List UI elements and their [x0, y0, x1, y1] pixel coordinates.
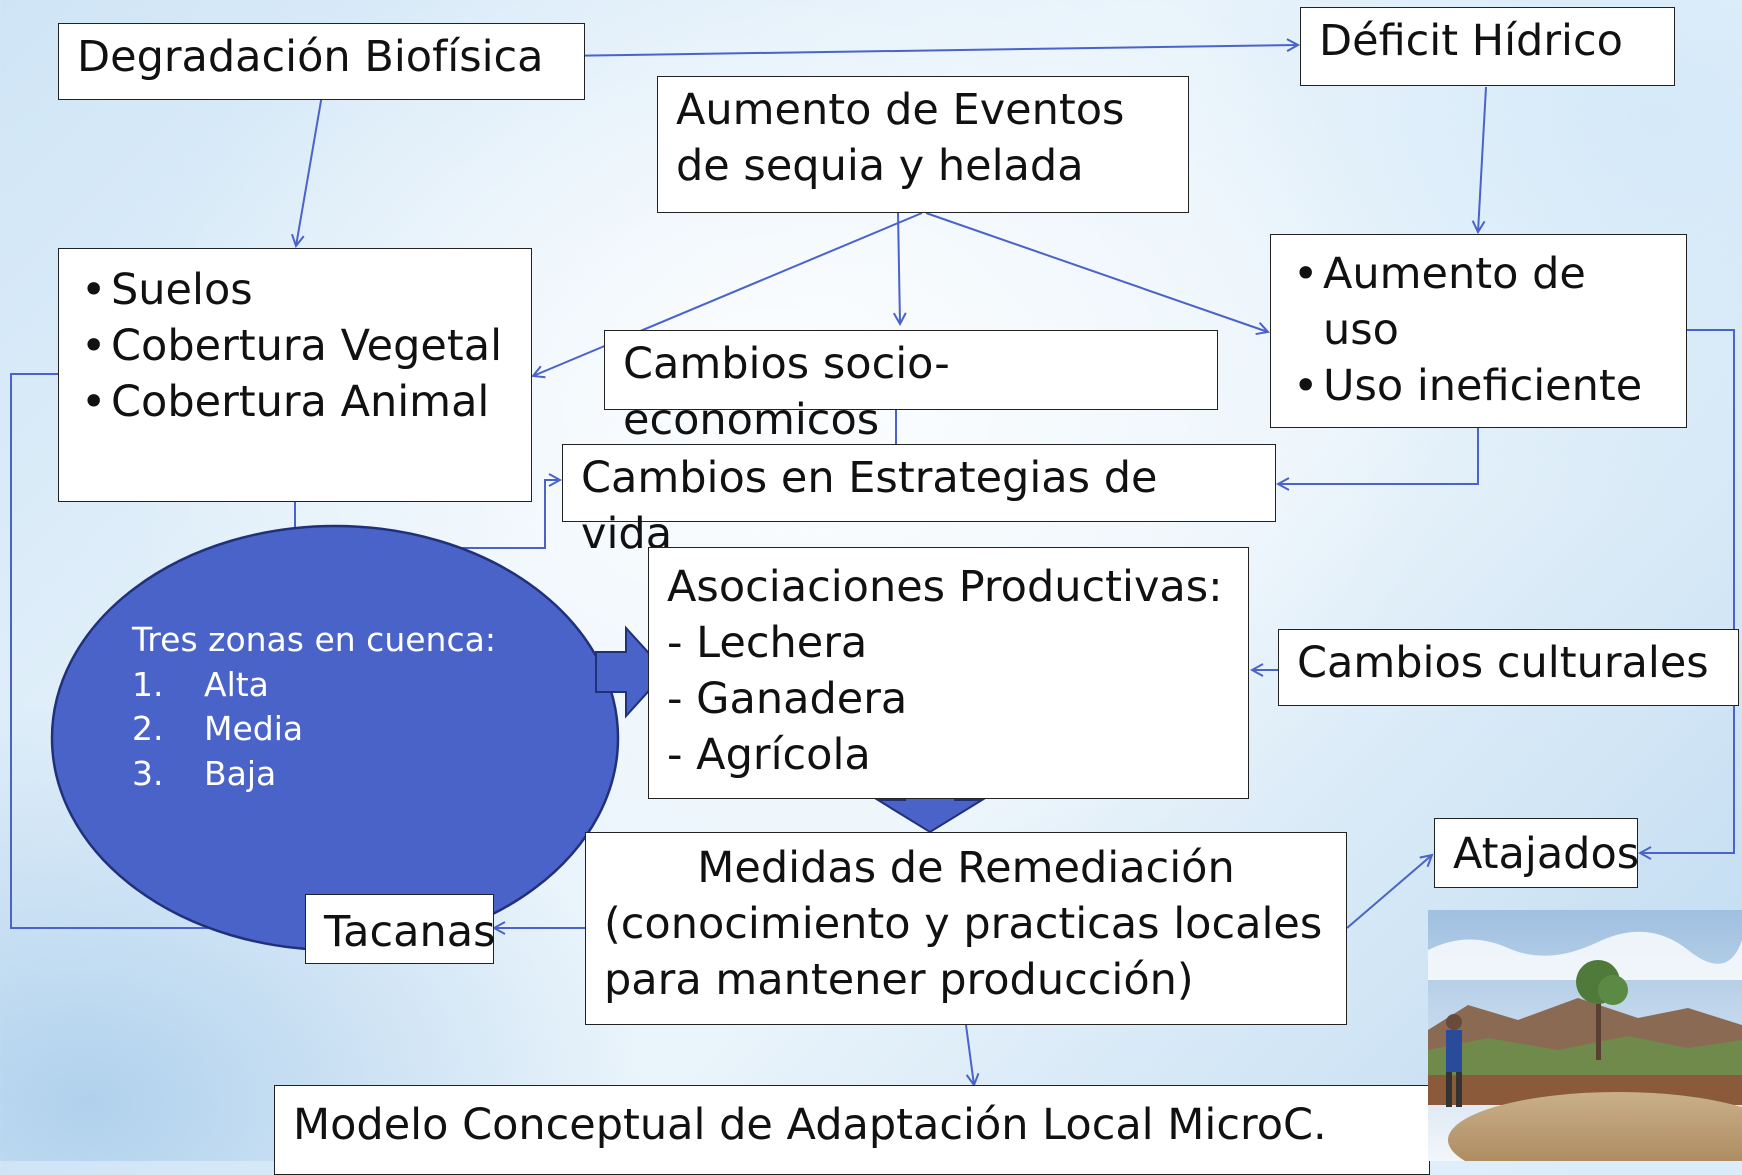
suelos-item-cobertura-vegetal: Cobertura Vegetal [77, 319, 513, 375]
arrow-uso-to-atajados [1640, 329, 1735, 853]
suelos-item-suelos: Suelos [77, 263, 513, 319]
eventos-box: Aumento de Eventos de sequia y helada [657, 76, 1189, 213]
culturales-label: Cambios culturales [1297, 638, 1709, 688]
zones-text: Tres zonas en cuenca: 1. Alta 2. Media 3. B… [132, 618, 496, 796]
degradacion-label: Degradación Biofísica [77, 32, 544, 82]
arrow-deficit-to-uso [1478, 86, 1487, 232]
remediacion-box: Medidas de Remediación (conocimiento y p… [585, 832, 1347, 1025]
atajados-box: Atajados [1434, 818, 1640, 888]
arrow-remediacion-to-modelo [965, 1024, 974, 1085]
arrow-remediacion-to-atajados [1346, 855, 1432, 929]
arrow-eventos-to-uso [925, 212, 1268, 332]
culturales-box: Cambios culturales [1278, 629, 1739, 706]
estrategias-label: Cambios en Estrategias de vida [581, 453, 1158, 559]
arrow-degradacion-to-deficit [555, 45, 1298, 57]
uso-list: Aumento de uso Uso ineficiente [1289, 247, 1668, 415]
zone-label: Baja [204, 753, 277, 793]
remediacion-line-3: para mantener producción) [604, 954, 1194, 1005]
zone-label: Media [204, 709, 304, 749]
remediacion-line-1: Medidas de Remediación [697, 843, 1235, 893]
remediacion-line-2: (conocimiento y practicas locales [604, 898, 1323, 949]
arrow-uso-to-estrategias [1278, 428, 1479, 484]
asociaciones-item-agricola: - Agrícola [667, 729, 871, 780]
eventos-line-2: de sequia y helada [676, 140, 1084, 191]
uso-item-aumento: Aumento de uso [1289, 247, 1668, 359]
eventos-line-1: Aumento de Eventos [676, 85, 1125, 135]
suelos-list: Suelos Cobertura Vegetal Cobertura Anima… [77, 263, 513, 431]
zones-title: Tres zonas en cuenca: [132, 620, 496, 659]
asociaciones-item-ganadera: - Ganadera [667, 673, 908, 724]
atajado-photo [1428, 910, 1742, 1161]
asociaciones-item-lechera: - Lechera [667, 617, 868, 668]
zone-number: 1. [132, 664, 164, 704]
zone-item: 1. Alta [132, 663, 496, 708]
zone-number: 3. [132, 753, 164, 793]
zone-item: 3. Baja [132, 752, 496, 797]
deficit-label: Déficit Hídrico [1319, 16, 1623, 66]
degradacion-box: Degradación Biofísica [58, 23, 585, 100]
arrow-degradacion-to-suelos [296, 94, 323, 246]
deficit-box: Déficit Hídrico [1300, 7, 1675, 86]
zone-label: Alta [204, 664, 269, 704]
uso-item-ineficiente: Uso ineficiente [1289, 359, 1668, 415]
arrow-eventos-to-socio [898, 212, 900, 324]
uso-box: Aumento de uso Uso ineficiente [1270, 234, 1687, 428]
modelo-label: Modelo Conceptual de Adaptación Local Mi… [293, 1100, 1327, 1150]
atajados-label: Atajados [1453, 829, 1640, 879]
tacanas-label: Tacanas [324, 907, 496, 957]
suelos-box: Suelos Cobertura Vegetal Cobertura Anima… [58, 248, 532, 502]
arrow-eventos-to-suelos [533, 212, 923, 376]
tacanas-box: Tacanas [305, 894, 496, 964]
socio-box: Cambios socio-economicos [604, 330, 1218, 445]
modelo-box: Modelo Conceptual de Adaptación Local Mi… [274, 1085, 1430, 1175]
ellipse-block-arrow [595, 625, 668, 719]
arrow-suelos-to-tacanas [10, 373, 303, 928]
asociaciones-box: Asociaciones Productivas: - Lechera - Ga… [648, 547, 1249, 799]
zone-item: 2. Media [132, 707, 496, 752]
suelos-item-cobertura-animal: Cobertura Animal [77, 375, 513, 431]
estrategias-box: Cambios en Estrategias de vida [562, 444, 1276, 559]
zone-number: 2. [132, 709, 164, 749]
asociaciones-title: Asociaciones Productivas: [667, 562, 1223, 612]
socio-label: Cambios socio-economicos [623, 339, 950, 445]
